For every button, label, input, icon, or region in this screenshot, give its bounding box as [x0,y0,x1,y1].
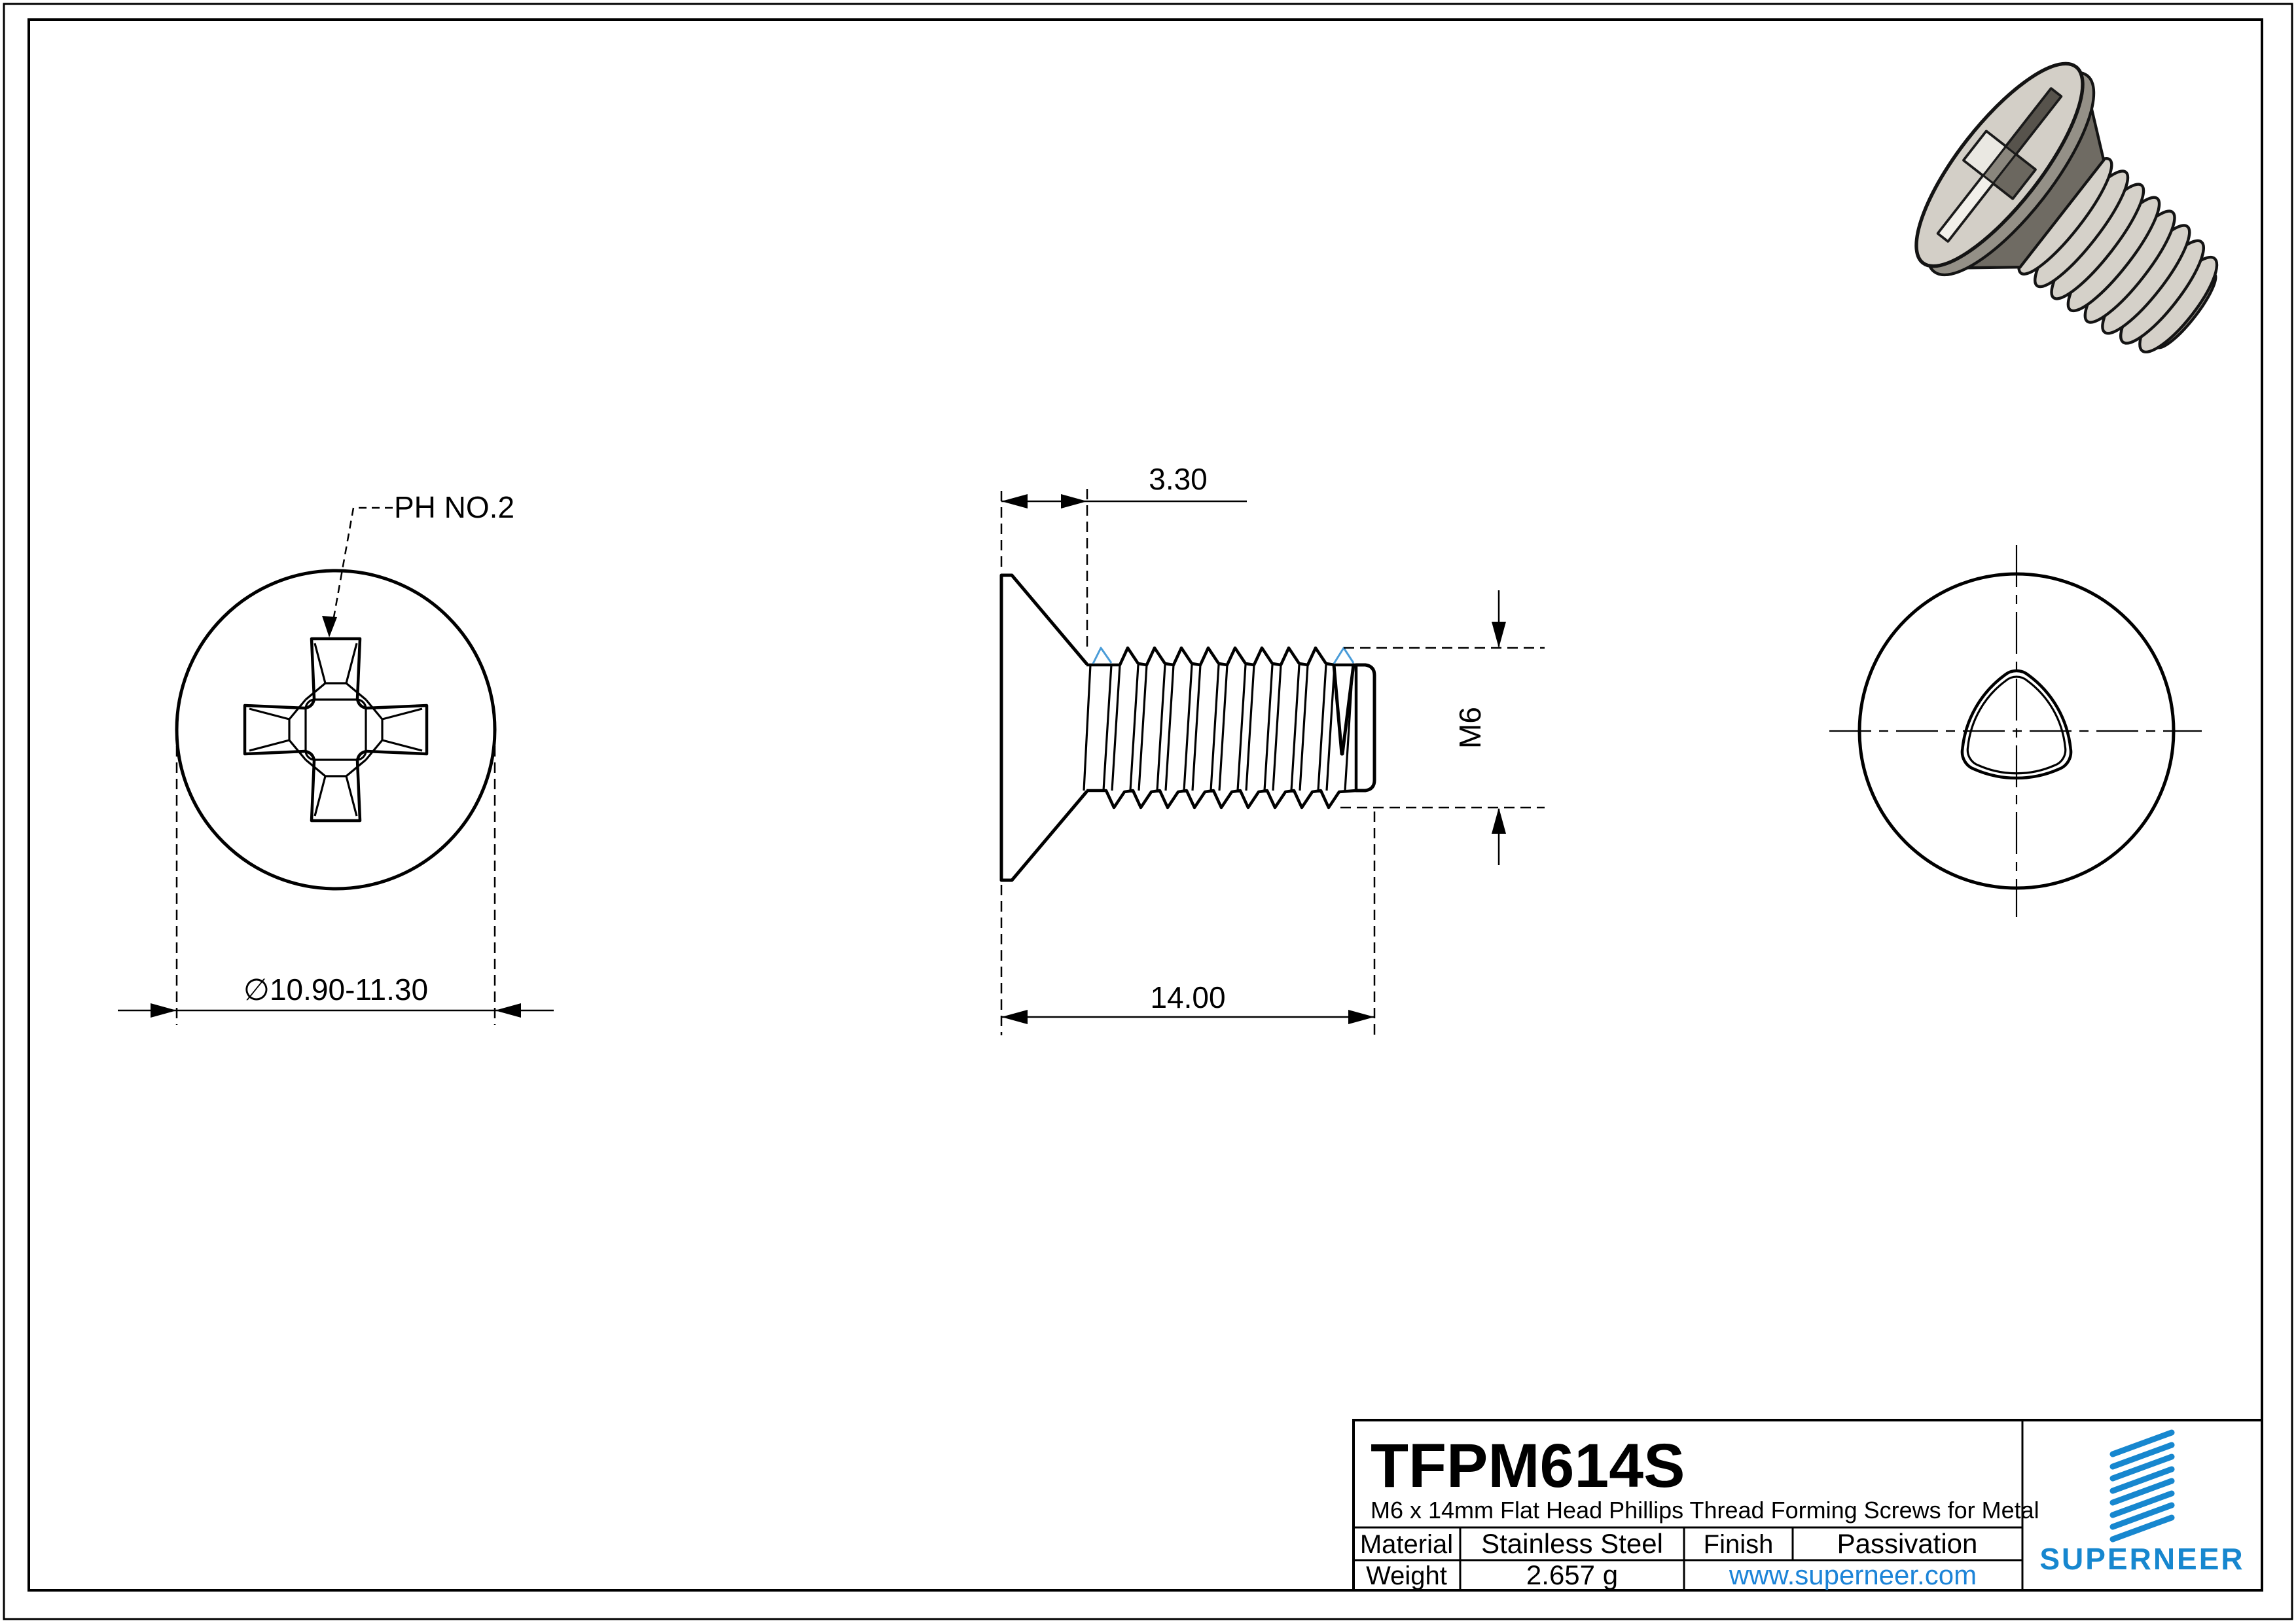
weight-value: 2.657 g [1526,1560,1618,1590]
end-chamfer-outline [1354,663,1376,793]
head-diameter-dimension: ∅10.90-11.30 [118,730,554,1025]
length-dim-text: 14.00 [1150,980,1225,1014]
extension-lines [175,730,496,1025]
front-view: PH NO.2 ∅10.90-11.30 [118,490,554,1025]
part-number: TFPM614S [1371,1431,1685,1501]
finish-label: Finish [1704,1530,1774,1559]
leader-arrowhead [322,616,337,637]
end-view [1829,545,2202,917]
extension-lines [1000,812,1376,1035]
thread-flank-lines [1083,664,1354,791]
material-label: Material [1360,1530,1453,1559]
title-block-gridlines [1354,1420,2024,1590]
drawing-frame [27,18,2263,1592]
phillips-recess-3d [1936,87,2063,243]
arrowhead-top [1492,622,1506,648]
side-view: 3.30 14.00 M6 [999,462,1545,1035]
arrowhead-right [1348,1010,1374,1024]
finish-value: Passivation [1837,1528,1978,1559]
thread-size-dimension: M6 [1340,590,1545,865]
extension-lines [1340,647,1545,809]
material-value: Stainless Steel [1481,1528,1663,1559]
arrowhead-left [1001,494,1028,508]
phillips-cross-outline [243,637,429,823]
head-height-dim-text: 3.30 [1149,462,1208,496]
thread-dim-text: M6 [1453,707,1487,749]
thread-bottom-profile [1086,789,1357,810]
outer-page-border [3,3,2293,1620]
phillips-center-square [304,698,367,761]
drive-label: PH NO.2 [394,490,514,524]
phillips-cross-facets [248,643,423,817]
head-outline-circle [1857,572,2176,890]
length-dimension: 14.00 [1000,812,1376,1035]
thread-start-marker-left [1092,647,1113,664]
part-description: M6 x 14mm Flat Head Phillips Thread Form… [1371,1497,2039,1524]
arrowhead-right [1061,494,1087,508]
drive-callout: PH NO.2 [322,490,514,637]
website-link[interactable]: www.superneer.com [1729,1560,1977,1590]
weight-label: Weight [1366,1561,1447,1590]
extension-lines [1000,487,1088,647]
screw-head-profile [999,573,1088,882]
trilobular-outer-profile [1960,669,2073,780]
diameter-dim-text: ∅10.90-11.30 [243,972,428,1007]
leader-line [331,507,393,629]
arrowhead-left [151,1003,177,1018]
arrowhead-right [495,1003,521,1018]
brand-logo [2109,1429,2175,1543]
arrowhead-bottom [1492,808,1506,834]
thread-coils [2017,157,2219,354]
trilobular-inner-profile [1966,675,2067,775]
thread-runout [1332,663,1355,756]
title-block: TFPM614S M6 x 14mm Flat Head Phillips Th… [1352,1419,2263,1592]
head-height-dimension: 3.30 [1000,462,1247,647]
screw-3d-render [1914,62,2219,354]
arrowhead-left [1001,1010,1028,1024]
brand-name: SUPERNEER [2039,1542,2244,1576]
title-block-border [1352,1419,2263,1592]
